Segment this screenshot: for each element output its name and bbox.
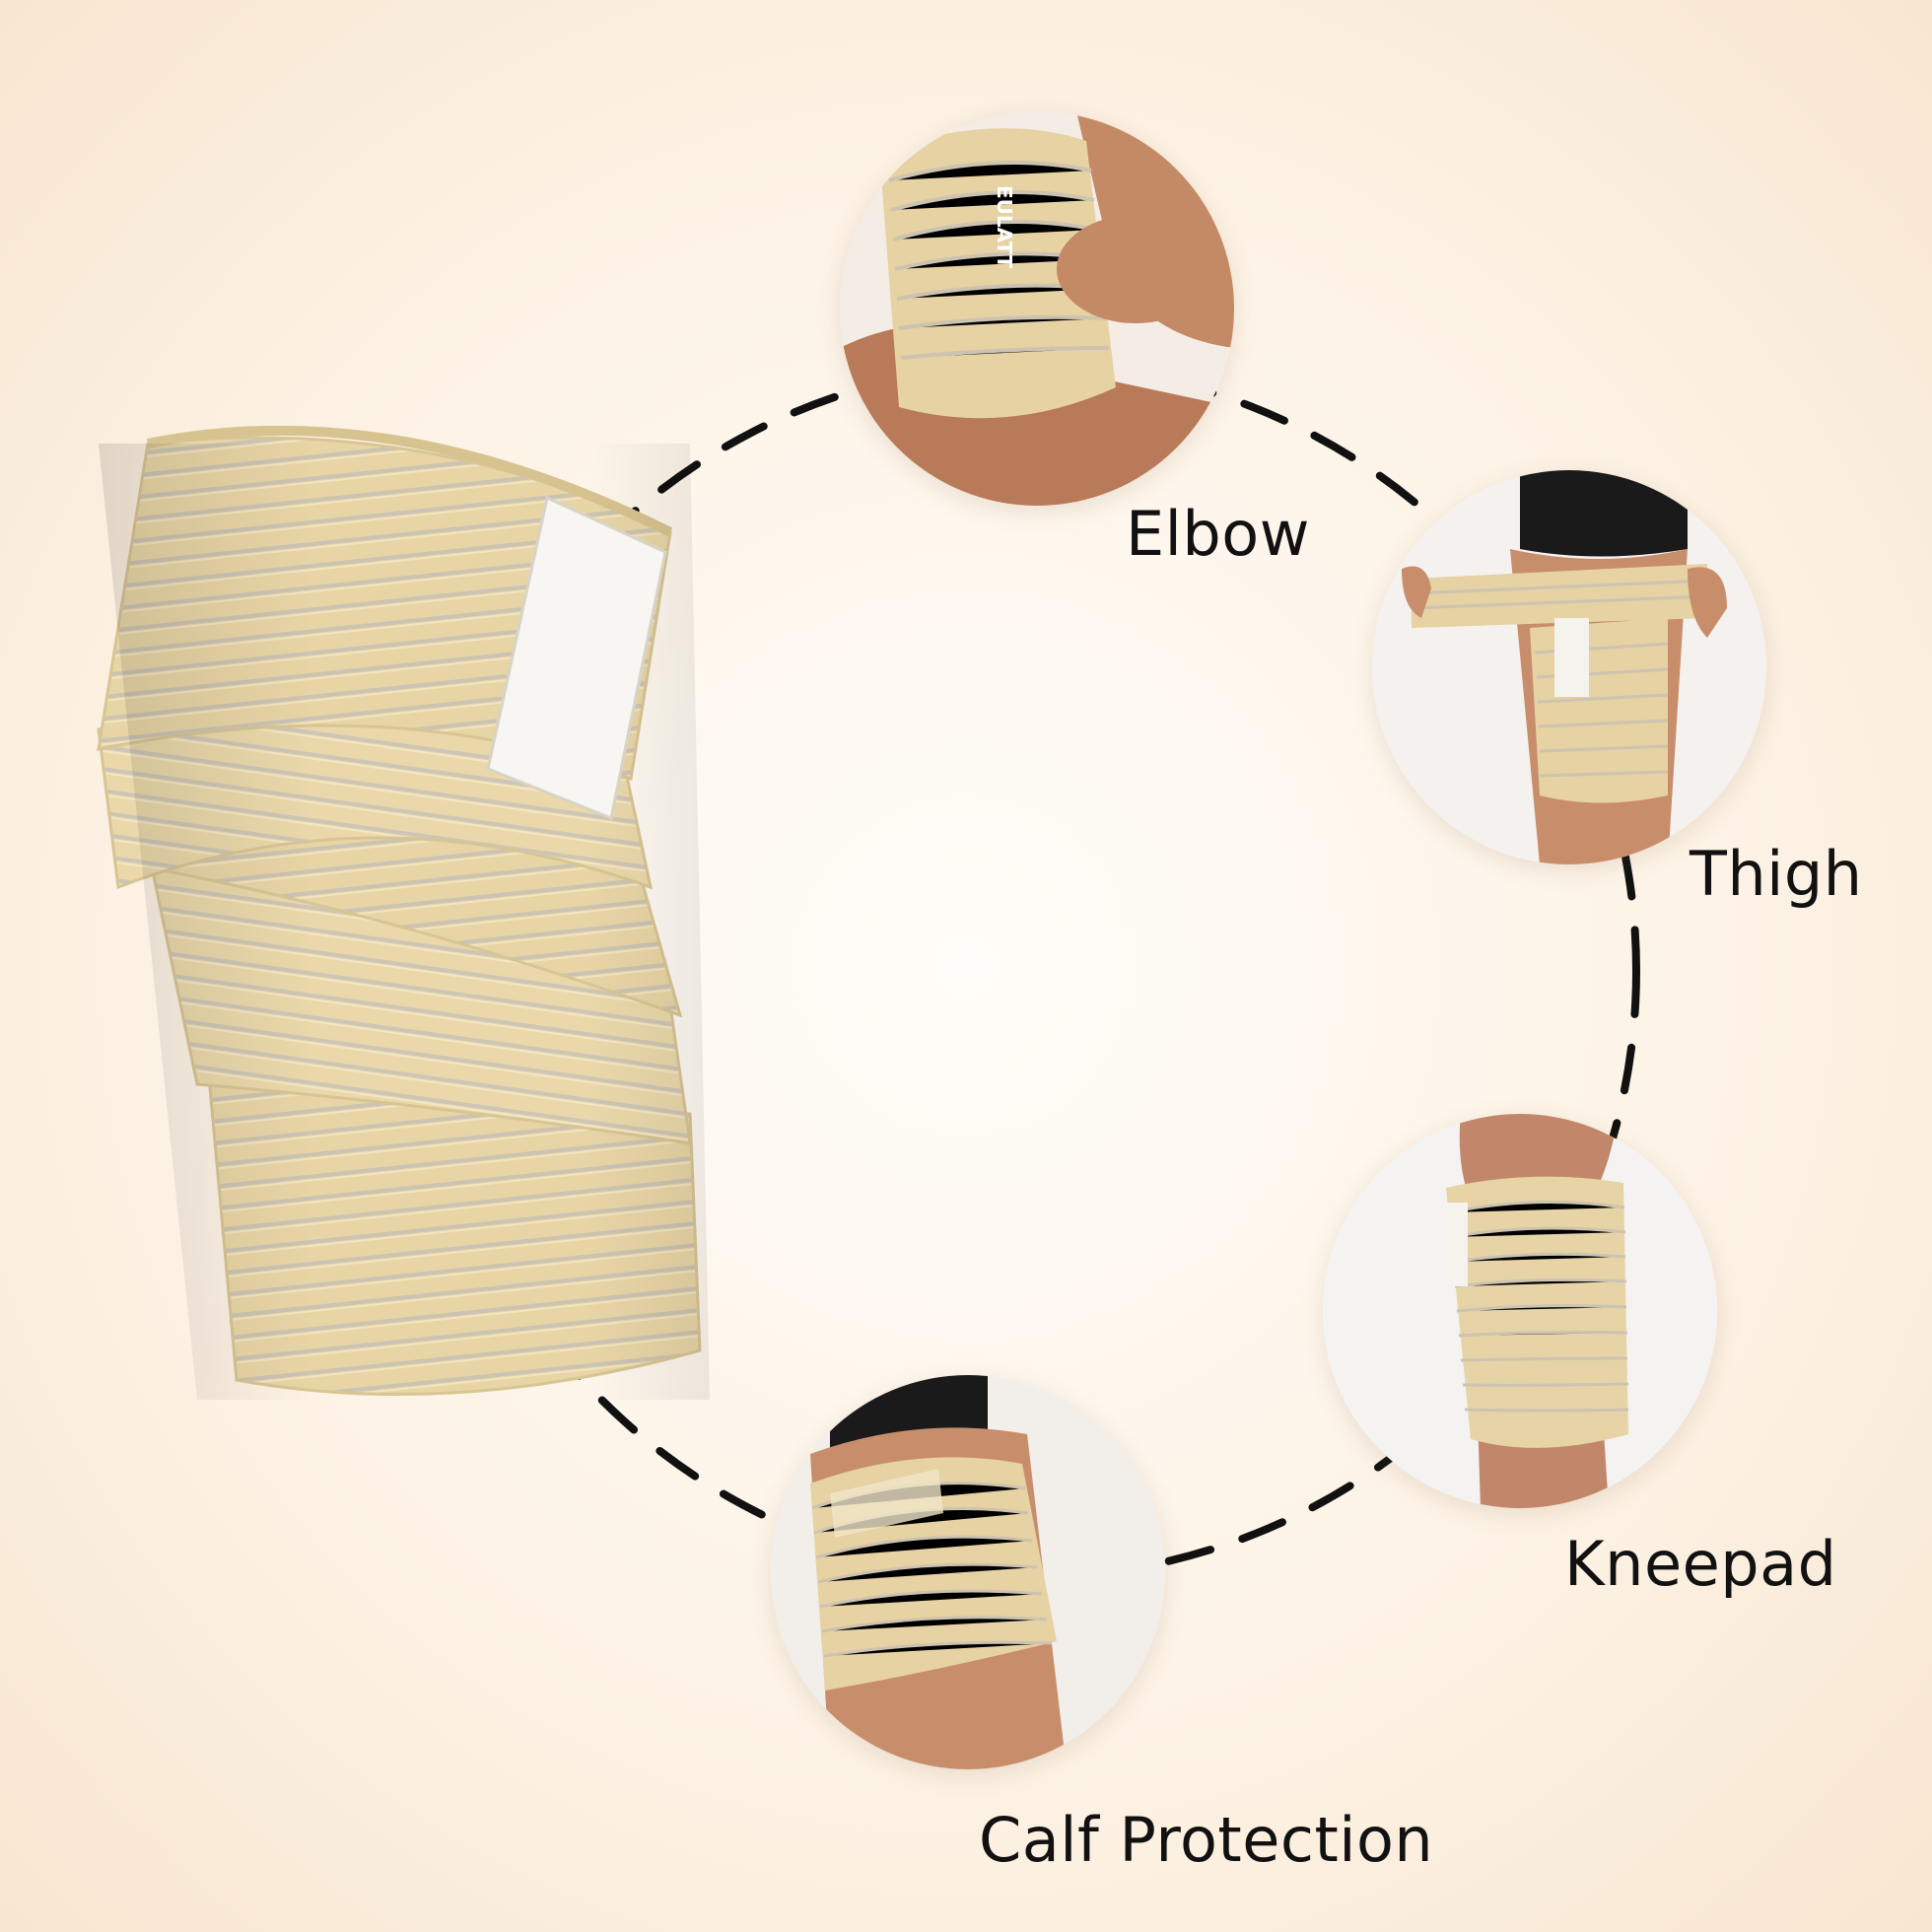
- calf-protection-usage-photo: [771, 1375, 1165, 1769]
- label-calf-protection: Calf Protection: [979, 1804, 1434, 1876]
- label-thigh: Thigh: [1690, 838, 1863, 910]
- elbow-usage-photo: EULATT: [840, 111, 1234, 506]
- label-elbow: Elbow: [1126, 498, 1310, 570]
- thigh-usage-photo: [1372, 470, 1766, 864]
- brand-mark-text: EULATT: [993, 185, 1016, 269]
- kneepad-usage-photo: [1323, 1114, 1717, 1508]
- label-kneepad: Kneepad: [1564, 1528, 1837, 1600]
